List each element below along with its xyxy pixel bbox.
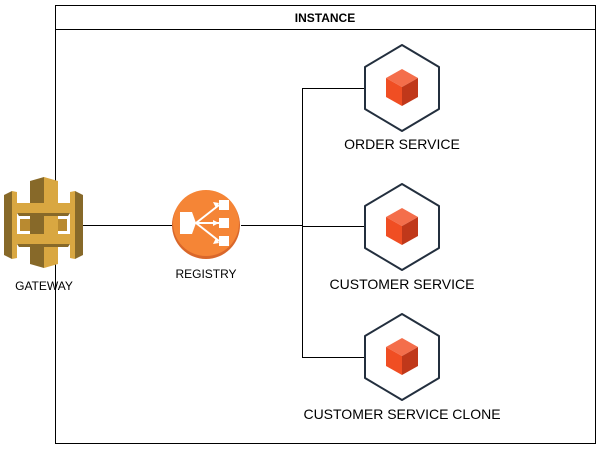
service-node-customer[interactable]: CUSTOMER SERVICE xyxy=(330,183,475,292)
instance-container: INSTANCE xyxy=(55,5,596,444)
order-service-label: ORDER SERVICE xyxy=(344,136,460,152)
registry-label: REGISTRY xyxy=(175,267,236,281)
gateway-node[interactable]: GATEWAY xyxy=(4,177,83,293)
api-gateway-icon xyxy=(4,177,83,268)
instance-frame xyxy=(55,5,596,444)
service-cube-icon xyxy=(364,183,440,271)
service-cube-icon xyxy=(364,44,440,132)
service-cube-icon xyxy=(364,313,440,401)
load-balancer-icon xyxy=(172,190,240,259)
registry-node[interactable]: REGISTRY xyxy=(172,190,240,281)
customer-service-clone-label: CUSTOMER SERVICE CLONE xyxy=(303,406,500,422)
instance-title: INSTANCE xyxy=(295,11,355,25)
customer-service-label: CUSTOMER SERVICE xyxy=(330,276,475,292)
service-node-customer-clone[interactable]: CUSTOMER SERVICE CLONE xyxy=(303,313,501,422)
service-node-order[interactable]: ORDER SERVICE xyxy=(344,44,460,152)
connectors xyxy=(80,88,366,358)
gateway-label: GATEWAY xyxy=(15,279,73,293)
